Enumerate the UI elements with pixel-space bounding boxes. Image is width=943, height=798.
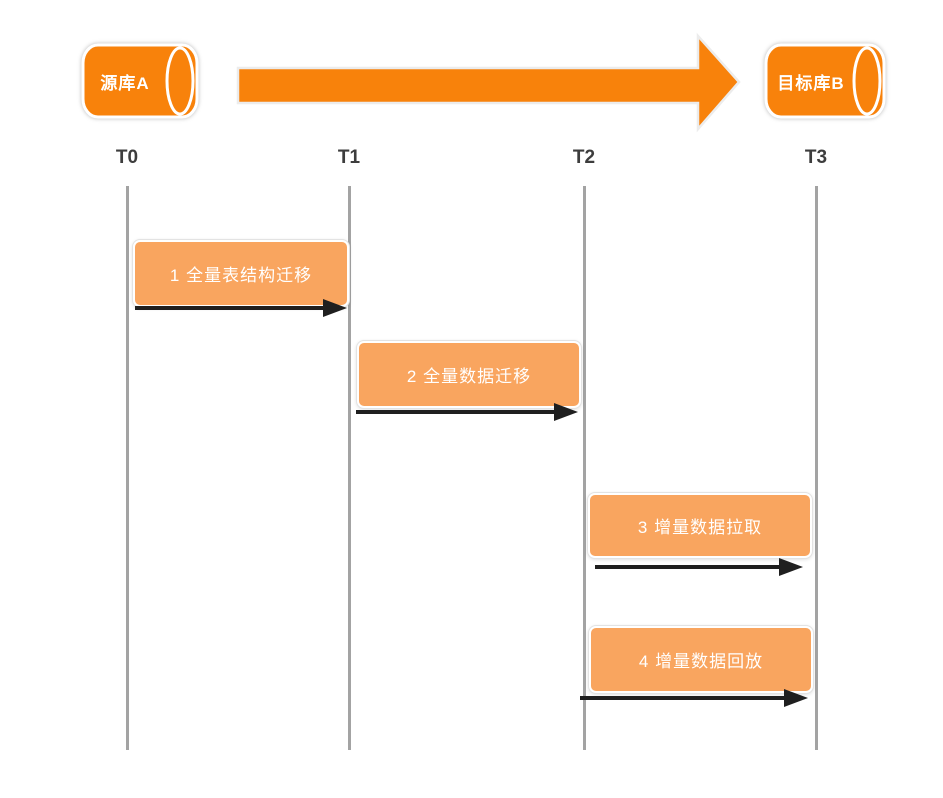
timeline-line-t0 — [126, 186, 129, 750]
step-box-4: 4 增量数据回放 — [589, 626, 813, 693]
timeline-label-t0: T0 — [115, 147, 139, 168]
timeline-line-t2 — [583, 186, 586, 750]
step-arrow-1-icon — [135, 294, 347, 322]
timeline-label-t2: T2 — [572, 147, 596, 168]
database-cylinder-icon — [81, 43, 199, 119]
step-box-2: 2 全量数据迁移 — [357, 341, 581, 408]
step-arrow-2-icon — [356, 398, 578, 426]
timeline-label-t3: T3 — [804, 147, 828, 168]
step-arrow-4-icon — [580, 684, 808, 712]
step-box-1: 1 全量表结构迁移 — [133, 240, 349, 307]
database-cylinder-icon — [764, 43, 886, 119]
timeline-line-t1 — [348, 186, 351, 750]
source-database-cylinder: 源库A — [81, 43, 199, 119]
step-arrow-3-icon — [595, 553, 803, 581]
step-box-3: 3 增量数据拉取 — [588, 493, 812, 558]
timeline-label-t1: T1 — [337, 147, 361, 168]
timeline-line-t3 — [815, 186, 818, 750]
target-database-cylinder: 目标库B — [764, 43, 886, 119]
target-db-label: 目标库B — [777, 73, 845, 93]
source-db-label: 源库A — [100, 73, 150, 93]
migration-flow-arrow-icon — [233, 28, 745, 141]
